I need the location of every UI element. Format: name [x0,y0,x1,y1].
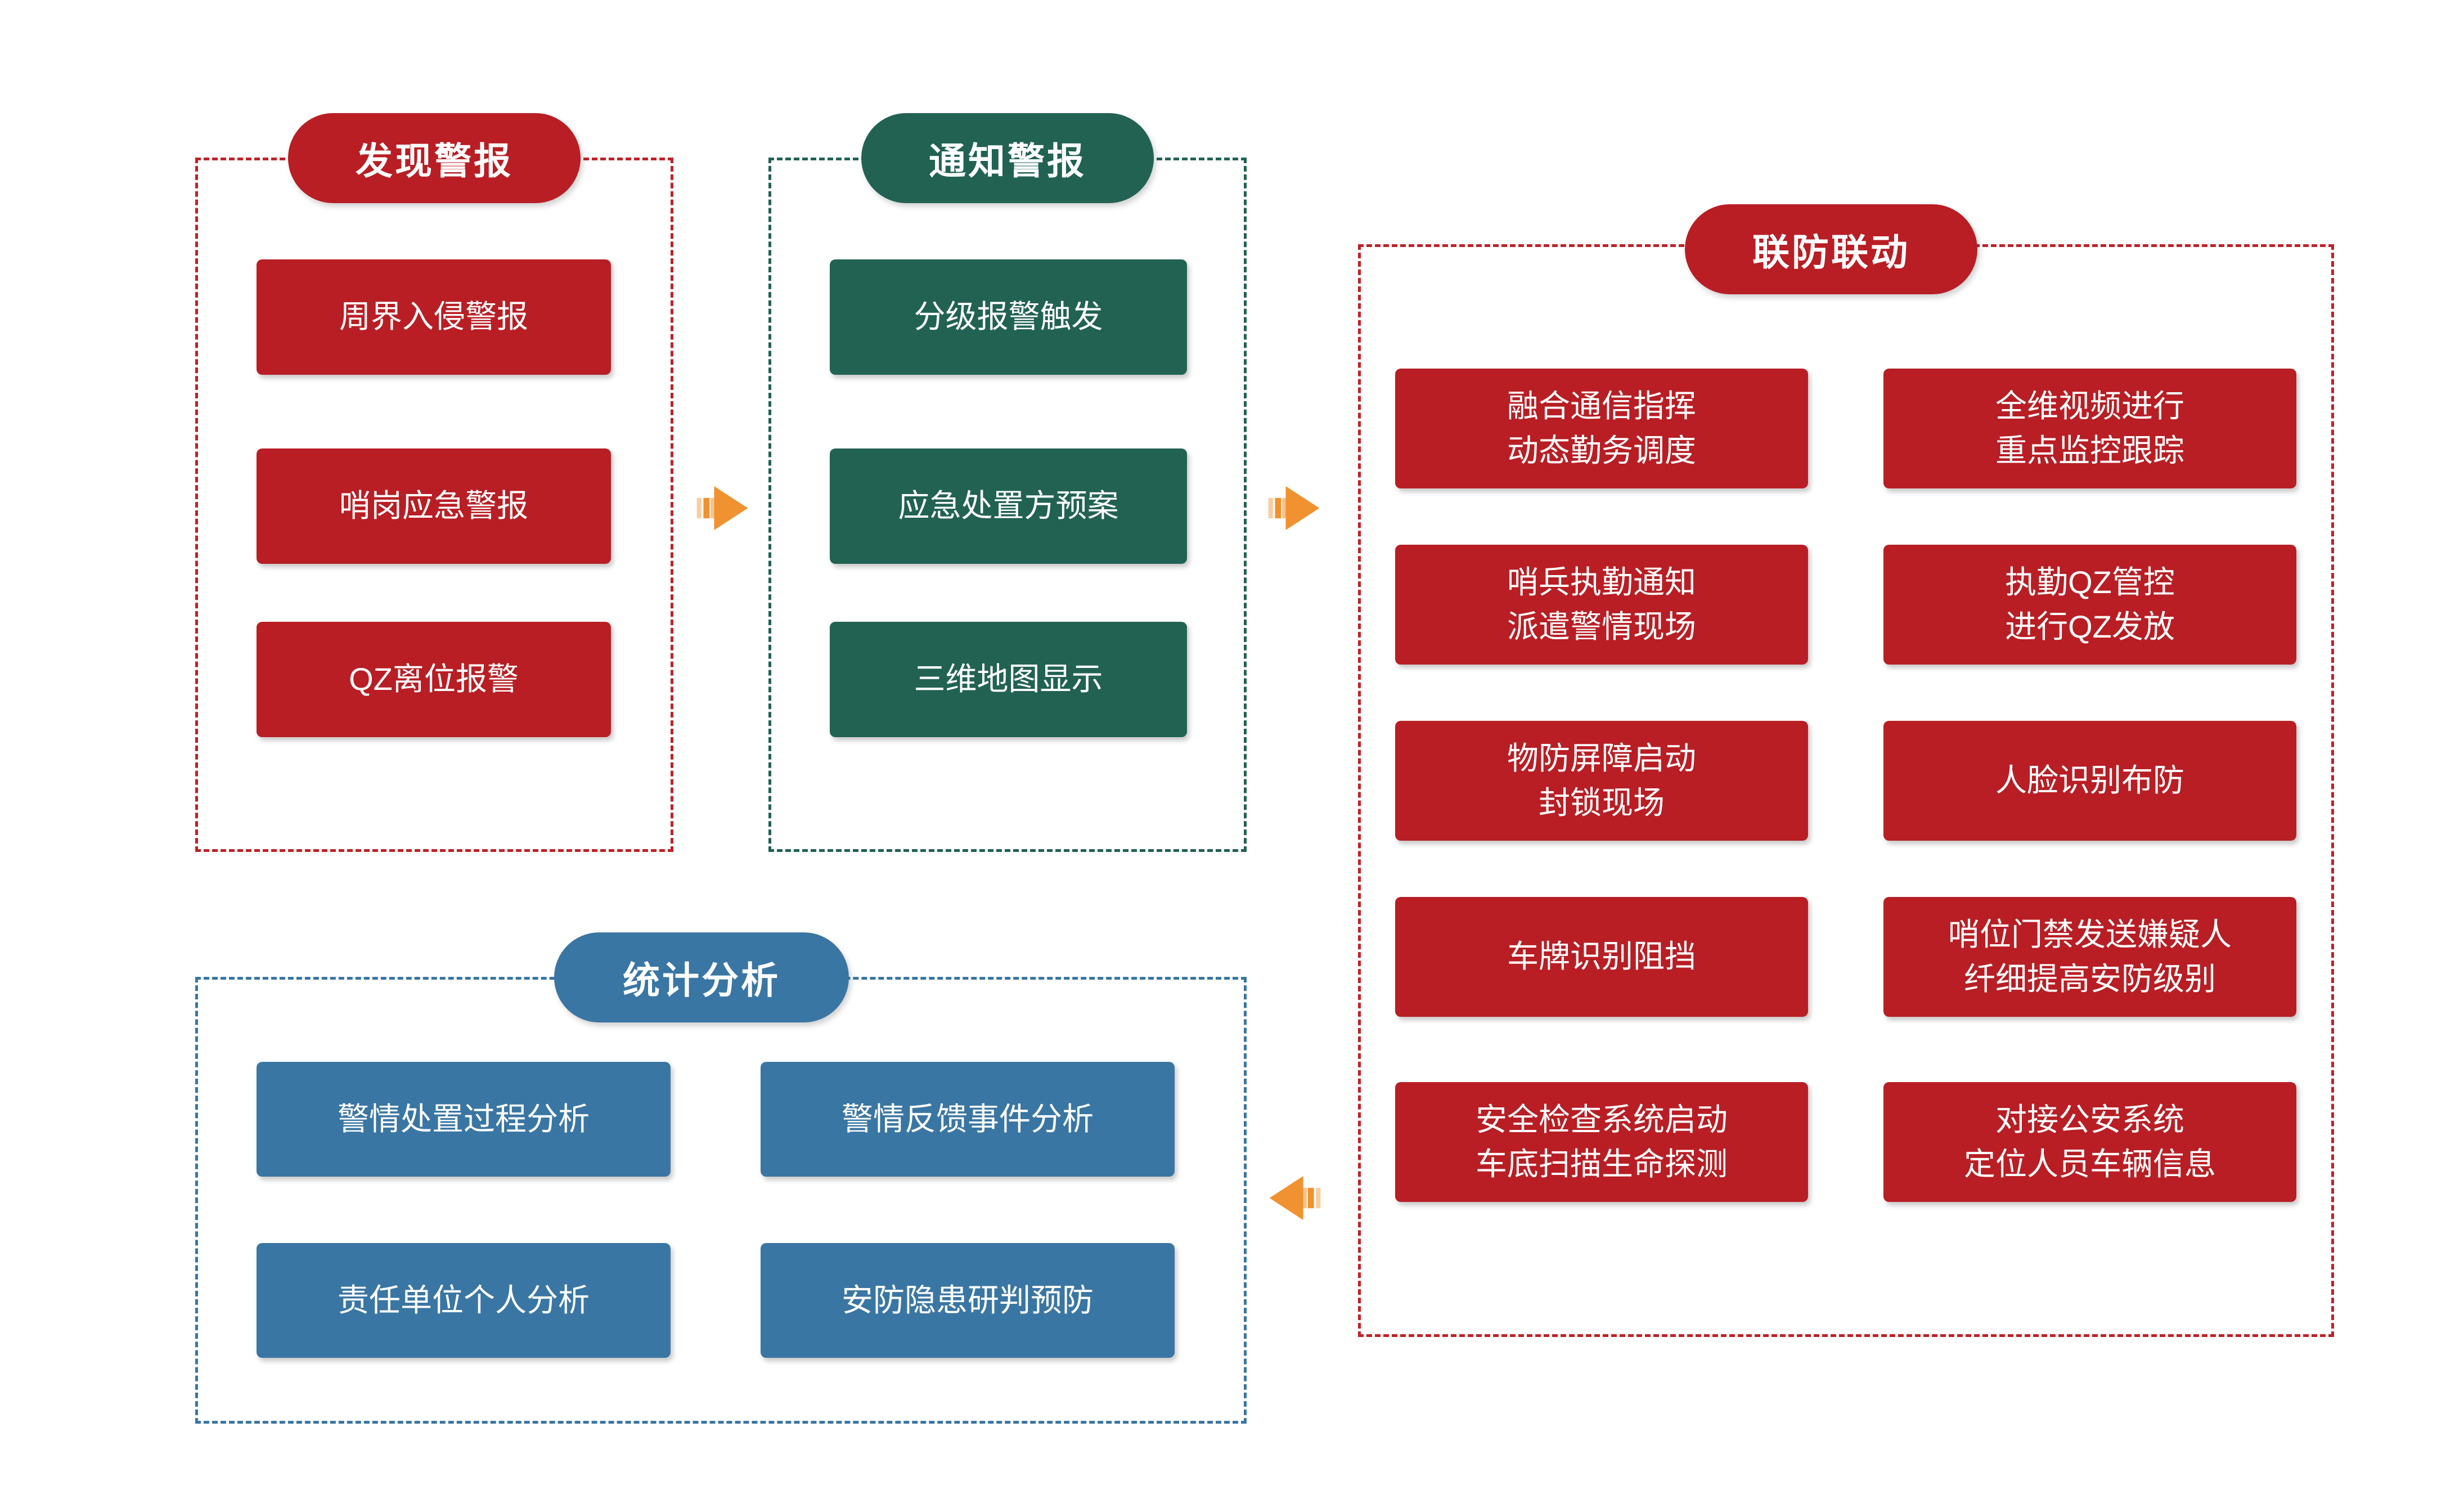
stats-item-responsible-unit-analysis: 责任单位个人分析 [257,1243,671,1358]
discover-item-perimeter-intrusion: 周界入侵警报 [257,259,611,375]
notify-item-3d-map-display: 三维地图显示 [830,622,1187,737]
joint-item-fused-comm-command: 融合通信指挥 动态勤务调度 [1395,369,1808,488]
statistics-section: 统计分析 警情处置过程分析 警情反馈事件分析 责任单位个人分析 安防隐患研判预防 [195,932,1247,1424]
joint-defense-title: 联防联动 [1752,231,1910,273]
arrow-notify-to-joint-icon [1268,486,1320,530]
statistics-title: 统计分析 [623,959,780,1001]
notify-alarm-section: 通知警报 分级报警触发 应急处置方预案 三维地图显示 [768,113,1247,852]
joint-item-physical-barrier-lockdown: 物防屏障启动 封锁现场 [1395,721,1808,841]
discover-alarm-title-pill: 发现警报 [288,113,581,203]
notify-item-emergency-plan: 应急处置方预案 [830,448,1187,564]
joint-item-sentry-duty-dispatch: 哨兵执勤通知 派遣警情现场 [1395,545,1808,665]
discover-alarm-title: 发现警报 [356,140,513,182]
joint-defense-section: 联防联动 融合通信指挥 动态勤务调度 全维视频进行 重点监控跟踪 哨兵执勤通知 … [1358,204,2334,1337]
stats-item-hidden-danger-prediction: 安防隐患研判预防 [761,1243,1175,1358]
arrow-joint-to-stats-icon [1269,1176,1321,1220]
notify-item-graded-alarm-trigger: 分级报警触发 [830,259,1187,375]
joint-item-face-recognition-deploy: 人脸识别布防 [1883,721,2296,841]
joint-item-fullview-video-tracking: 全维视频进行 重点监控跟踪 [1883,369,2296,488]
notify-alarm-title-pill: 通知警报 [861,113,1154,203]
joint-item-qz-control-issue: 执勤QZ管控 进行QZ发放 [1883,545,2296,665]
joint-item-police-system-locate: 对接公安系统 定位人员车辆信息 [1883,1082,2296,1202]
joint-item-security-check-underbody-scan: 安全检查系统启动 车底扫描生命探测 [1395,1082,1808,1202]
arrow-discover-to-notify-icon [696,486,748,530]
stats-item-alarm-process-analysis: 警情处置过程分析 [257,1062,671,1177]
stats-item-alarm-feedback-analysis: 警情反馈事件分析 [761,1062,1175,1177]
notify-alarm-title: 通知警报 [929,140,1086,182]
discover-item-qz-offpost: QZ离位报警 [257,622,611,737]
joint-defense-title-pill: 联防联动 [1685,204,1977,294]
discover-item-sentry-emergency: 哨岗应急警报 [257,448,611,564]
joint-item-plate-recognition-block: 车牌识别阻挡 [1395,897,1808,1017]
discover-alarm-section: 发现警报 周界入侵警报 哨岗应急警报 QZ离位报警 [195,113,673,852]
statistics-title-pill: 统计分析 [554,932,849,1022]
joint-item-sentry-access-suspect-alert: 哨位门禁发送嫌疑人 纤细提高安防级别 [1883,897,2296,1017]
